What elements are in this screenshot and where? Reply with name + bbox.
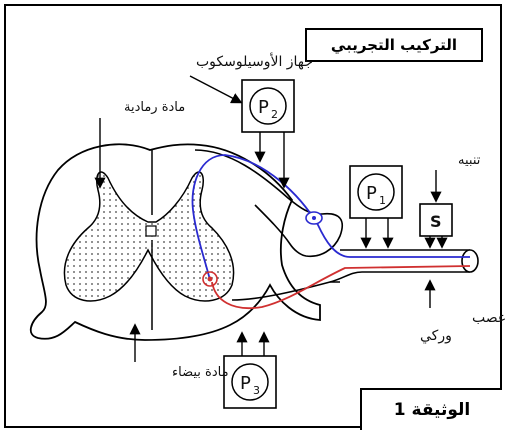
probe-p3-circle [231,363,269,401]
probe-p3-subscript: 3 [253,384,260,397]
nerve-cut-end [461,249,479,273]
motor-neuron-body [202,271,218,287]
white-matter-label: مادة بيضاء [172,365,229,380]
ventral-root [231,281,340,301]
dorsal-root [194,149,344,258]
probe-p2-subscript: 2 [271,108,278,121]
oscilloscope-label: جهاز الأوسيلوسكوب [196,52,313,70]
probe-p1-circle [357,173,395,211]
document-label: الوثيقة 1 [360,388,502,430]
probe-p1-label: P [366,183,377,204]
probe-p1-subscript: 1 [379,194,386,207]
probe-p3-label: P [240,373,251,394]
sciatic-nerve-label-1: عصب [472,310,506,326]
probe-p2-circle [249,87,287,125]
sciatic-nerve-label-2: وركي [420,328,452,344]
figure-title: التركيب التجريبي [305,28,483,62]
sensory-fiber [191,154,470,281]
motor-fiber [211,265,471,309]
stimulator-label: S [430,212,442,231]
sciatic-nerve-bottom [329,271,470,283]
probe-p2-label: P [258,97,269,118]
gray-matter-label: مادة رمادية [124,100,185,115]
central-canal [145,225,157,237]
stimulation-label: تنبيه [458,153,481,168]
stimulator-box [419,203,453,237]
